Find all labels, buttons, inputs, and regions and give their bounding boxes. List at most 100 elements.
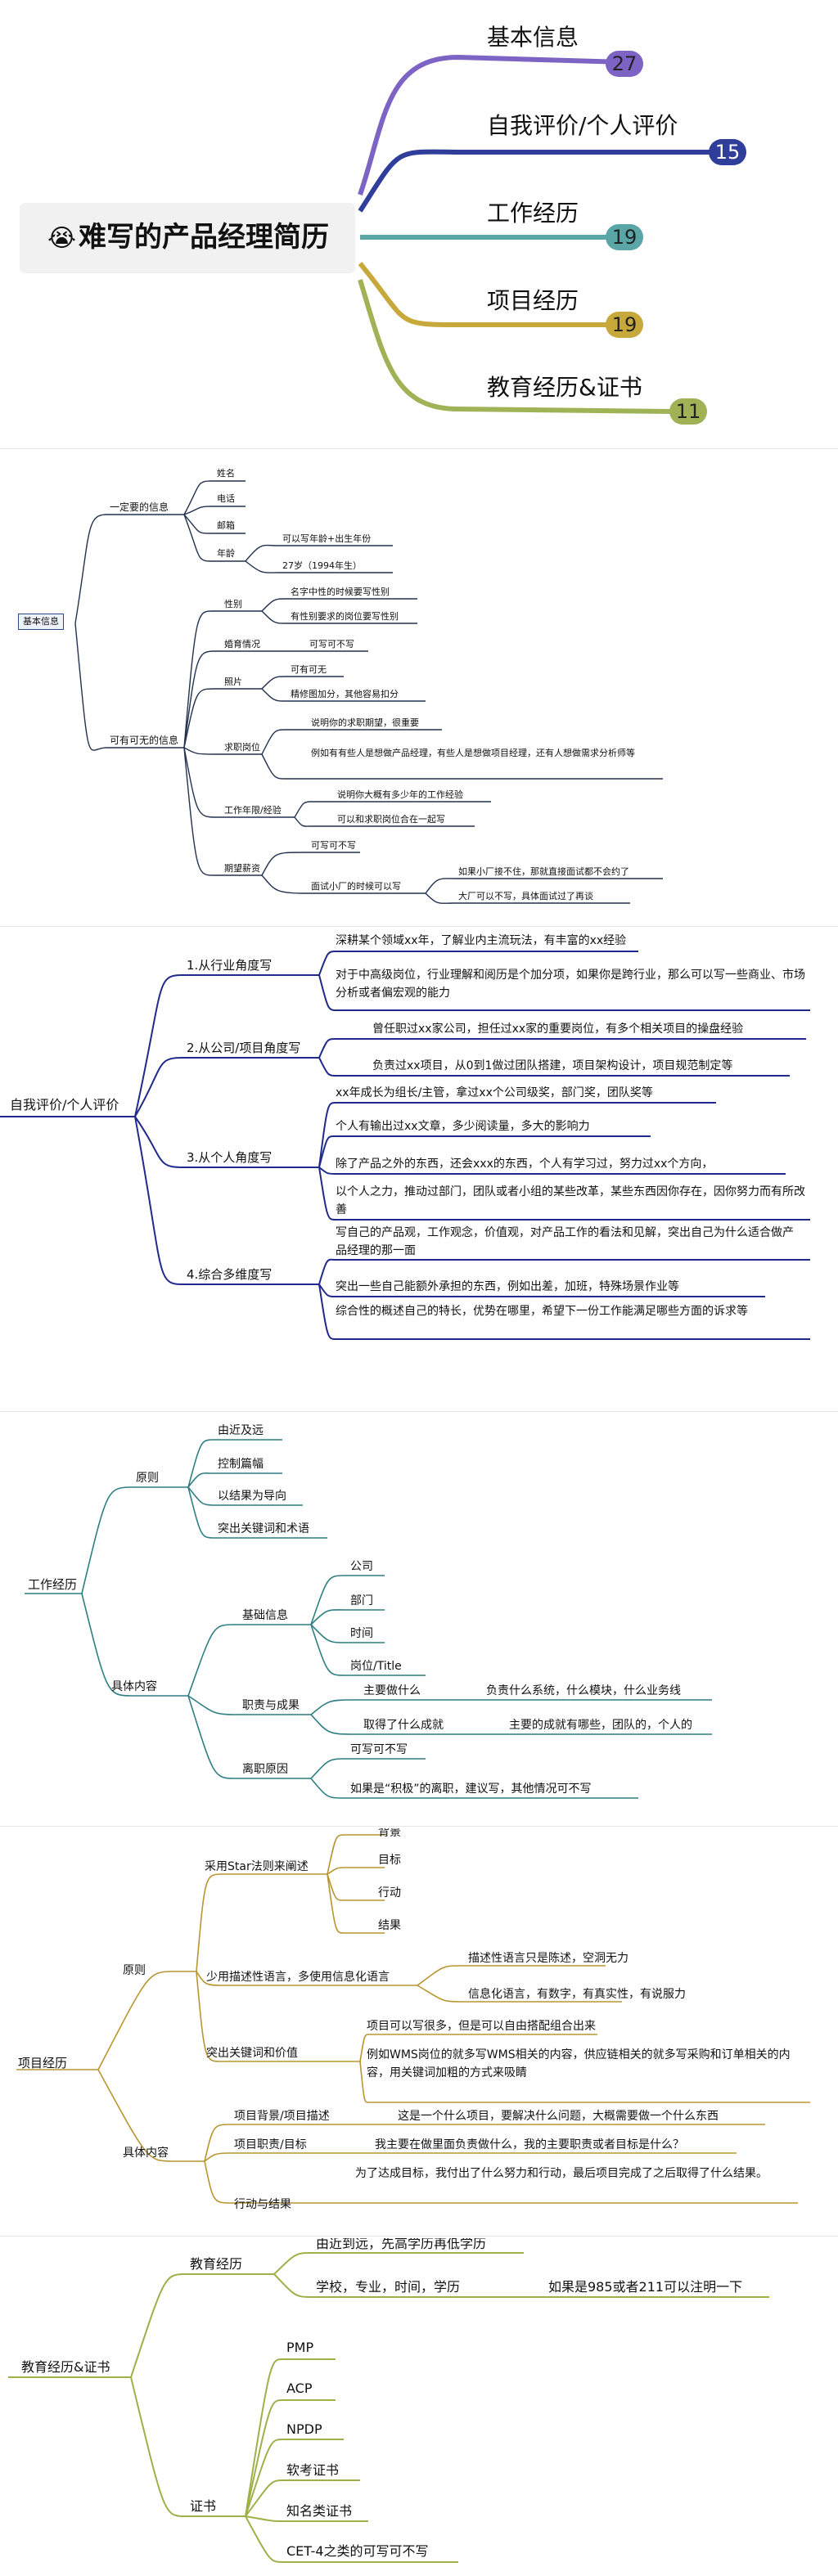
work-principle-node: 原则 bbox=[136, 1472, 159, 1485]
project-connectors bbox=[16, 1834, 810, 2204]
work-basic-4: 岗位/Title bbox=[350, 1660, 402, 1673]
self-industry-item-2: 对于中高级岗位，行业理解和阅历是个加分项，如果你是跨行业，那么可以写一些商业、市… bbox=[336, 969, 805, 1000]
age-note-1: 可以写年龄+出生年份 bbox=[282, 533, 372, 544]
project-c2-note: 我主要在做里面负责做什么，我的主要职责或者目标是什么？ bbox=[375, 2138, 684, 2151]
work-duty-node: 职责与成果 bbox=[242, 1699, 300, 1712]
self-eval-connectors bbox=[0, 951, 810, 1340]
branch-self-label: 自我评价/个人评价 bbox=[487, 112, 678, 139]
salary-node: 期望薪资 bbox=[224, 863, 260, 874]
cert-item-6: CET-4之类的可写可不写 bbox=[286, 2543, 429, 2559]
branch-edu-count: 11 bbox=[669, 398, 707, 425]
years-node: 工作年限/经验 bbox=[224, 805, 282, 816]
branch-work-label: 工作经历 bbox=[487, 200, 579, 227]
self-company-item-2: 负责过xx项目，从0到1做过团队搭建，项目架构设计，项目规范制定等 bbox=[372, 1059, 733, 1072]
gender-node: 性别 bbox=[224, 599, 242, 609]
cert-item-1: PMP bbox=[286, 2340, 314, 2355]
project-kw-1: 项目可以写很多，但是可以自由搭配组合出来 bbox=[367, 2020, 596, 2033]
salary-sub-2: 大厂可以不写，具体面试过了再谈 bbox=[458, 891, 593, 901]
work-basic-1: 公司 bbox=[350, 1560, 373, 1573]
cert-item-4: 软考证书 bbox=[286, 2462, 340, 2478]
work-basic-3: 时间 bbox=[350, 1627, 373, 1640]
work-duty-note-2: 主要的成就有哪些，团队的，个人的 bbox=[509, 1719, 692, 1732]
self-personal-item-1: xx年成长为组长/主管，拿过xx个公司级奖，部门奖，团队奖等 bbox=[336, 1086, 653, 1099]
branch-edu-label: 教育经历&证书 bbox=[487, 374, 642, 401]
project-desc-1: 描述性语言只是陈述，空洞无力 bbox=[468, 1952, 628, 1965]
project-c3-note: 为了达成目标，我付出了什么努力和行动，最后项目完成了之后取得了什么结果。 bbox=[355, 2167, 768, 2180]
project-star-3: 行动 bbox=[378, 1886, 401, 1899]
job-target-node: 求职岗位 bbox=[224, 742, 260, 753]
project-kw-2: 例如WMS岗位的就多写WMS相关的内容，供应链相关的就多写采购和订单相关的内容，… bbox=[367, 2048, 791, 2079]
salary-note-2: 面试小厂的时候可以写 bbox=[311, 881, 401, 892]
work-duty-1: 主要做什么 bbox=[363, 1684, 421, 1697]
project-star-node: 采用Star法则来阐述 bbox=[205, 1860, 309, 1873]
edu-root: 教育经历&证书 bbox=[21, 2359, 110, 2375]
work-basic-2: 部门 bbox=[350, 1594, 373, 1607]
branch-basic-label: 基本信息 bbox=[487, 24, 579, 51]
project-star-2: 目标 bbox=[378, 1854, 401, 1867]
project-star-1: 背景 bbox=[378, 1828, 401, 1839]
job-note-2: 例如有有些人是想做产品经理，有些人是想做项目经理，还有人想做需求分析师等 bbox=[311, 748, 635, 758]
branch-self-count: 15 bbox=[709, 139, 746, 165]
crying-emoji: 😭 bbox=[47, 224, 77, 253]
overview-panel: 😭 难写的产品经理简历 基本信息 27 自我评价/个人评价 15 工作经历 19… bbox=[0, 0, 838, 442]
self-personal-item-4: 以个人之力，推动过部门，团队或者小组的某些改革，某些东西因你存在，因你努力而有所… bbox=[336, 1185, 805, 1216]
root-title: 难写的产品经理简历 bbox=[79, 221, 329, 254]
required-info-node: 一定要的信息 bbox=[110, 501, 169, 513]
self-composite-item-1: 写自己的产品观，工作观念，价值观，对产品工作的看法和见解，突出自己为什么适合做产… bbox=[336, 1226, 794, 1257]
branch-work-count: 19 bbox=[606, 224, 643, 250]
project-desc-2: 信息化语言，有数字，有真实性，有说服力 bbox=[468, 1988, 686, 2001]
self-personal-item-3: 除了产品之外的东西，还会xxx的东西，个人有学习过，努力过xx个方向， bbox=[336, 1158, 714, 1171]
work-principle-3: 以结果为导向 bbox=[218, 1490, 286, 1503]
project-c3: 行动与结果 bbox=[234, 2198, 291, 2211]
self-group-personal: 3.从个人角度写 bbox=[187, 1150, 273, 1165]
marriage-note: 可写可不写 bbox=[309, 639, 354, 650]
photo-note-1: 可有可无 bbox=[291, 664, 327, 675]
marriage-node: 婚育情况 bbox=[224, 639, 260, 650]
job-note-1: 说明你的求职期望，很重要 bbox=[311, 717, 419, 728]
project-panel: 项目经历 原则 采用Star法则来阐述 背景 目标 行动 结果 少用描述性语言，… bbox=[0, 1828, 838, 2233]
self-industry-item-1: 深耕某个领域xx年，了解业内主流玩法，有丰富的xx经验 bbox=[336, 934, 627, 947]
project-c1: 项目背景/项目描述 bbox=[234, 2110, 330, 2123]
edu-panel: 教育经历&证书 教育经历 由近到远，先高学历再低学历 学校，专业，时间，学历 如… bbox=[0, 2238, 838, 2576]
self-group-composite: 4.综合多维度写 bbox=[187, 1267, 273, 1282]
age-node: 年龄 bbox=[217, 548, 235, 559]
name-node: 姓名 bbox=[217, 468, 235, 479]
cert-item-5: 知名类证书 bbox=[286, 2503, 353, 2519]
cert-node: 证书 bbox=[190, 2498, 217, 2514]
overview-connectors bbox=[358, 54, 720, 414]
salary-note-1: 可写可不写 bbox=[311, 840, 356, 851]
age-note-2: 27岁（1994年生） bbox=[282, 560, 362, 571]
project-desc-node: 少用描述性语言，多使用信息化语言 bbox=[206, 1971, 390, 1984]
cert-item-2: ACP bbox=[286, 2380, 313, 2396]
self-eval-root: 自我评价/个人评价 bbox=[10, 1097, 119, 1113]
edu-item-2: 学校，专业，时间，学历 bbox=[316, 2279, 461, 2295]
years-note-2: 可以和求职岗位合在一起写 bbox=[337, 814, 445, 825]
edu-connectors bbox=[8, 2252, 769, 2563]
salary-sub-1: 如果小厂接不住，那就直接面试都不会约了 bbox=[458, 866, 629, 877]
divider-2 bbox=[0, 926, 838, 927]
divider-4 bbox=[0, 1826, 838, 1827]
branch-basic-count: 27 bbox=[606, 51, 643, 77]
work-root: 工作经历 bbox=[28, 1577, 78, 1592]
work-principle-2: 控制篇幅 bbox=[218, 1458, 264, 1471]
basic-root-node: 基本信息 bbox=[18, 614, 64, 630]
years-note-1: 说明你大概有多少年的工作经验 bbox=[337, 789, 463, 800]
work-connectors bbox=[25, 1439, 712, 1799]
project-star-4: 结果 bbox=[378, 1919, 401, 1932]
work-basic-node: 基础信息 bbox=[242, 1609, 288, 1622]
branch-project-count: 19 bbox=[606, 312, 643, 338]
cert-item-3: NPDP bbox=[286, 2421, 322, 2437]
edu-item-1: 由近到远，先高学历再低学历 bbox=[316, 2238, 487, 2251]
work-leave-2: 如果是“积极”的离职，建议写，其他情况可不写 bbox=[350, 1783, 592, 1796]
work-principle-4: 突出关键词和术语 bbox=[218, 1522, 309, 1535]
photo-node: 照片 bbox=[224, 677, 242, 687]
self-eval-panel: 自我评价/个人评价 1.从行业角度写 2.从公司/项目角度写 3.从个人角度写 … bbox=[0, 928, 838, 1409]
self-personal-item-2: 个人有输出过xx文章，多少阅读量，多大的影响力 bbox=[336, 1120, 590, 1133]
gender-note-1: 名字中性的时候要写性别 bbox=[291, 587, 390, 597]
project-principle-node: 原则 bbox=[123, 1964, 146, 1977]
project-content-node: 具体内容 bbox=[123, 2147, 169, 2160]
work-panel: 工作经历 原则 由近及远 控制篇幅 以结果为导向 突出关键词和术语 具体内容 基… bbox=[0, 1414, 838, 1823]
gender-note-2: 有性别要求的岗位要写性别 bbox=[291, 611, 399, 622]
self-group-industry: 1.从行业角度写 bbox=[187, 958, 273, 973]
work-principle-1: 由近及远 bbox=[218, 1424, 264, 1437]
